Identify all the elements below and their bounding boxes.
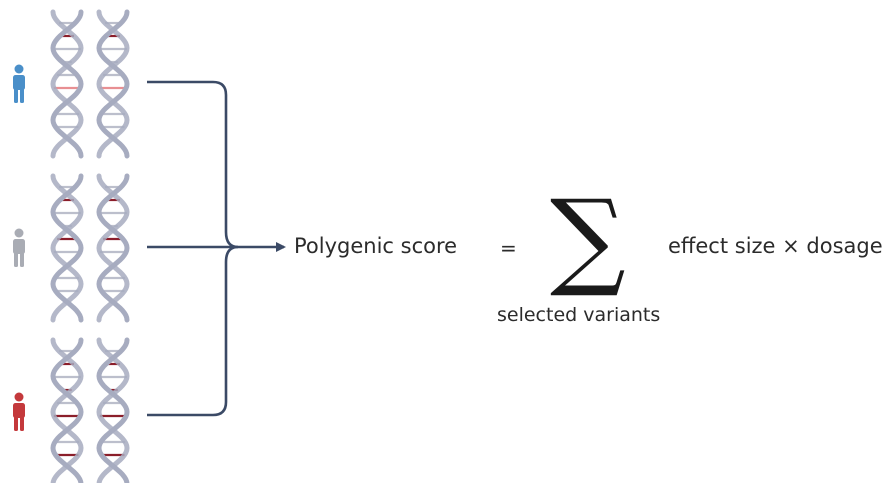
helix-strand [50,173,84,323]
helix-strand [96,173,130,323]
individual-group [13,9,130,159]
polygenic-score-label: Polygenic score [294,234,458,258]
helix-strand [96,337,130,483]
dna-helix [96,9,130,159]
individuals [13,9,130,483]
person-icon [13,64,25,103]
helix-strand [50,9,84,159]
helix-strand [96,9,130,159]
dna-helix [96,337,130,483]
equals-sign: = [500,236,517,260]
helix-strand [96,173,130,323]
dna-helix [50,337,84,483]
helix-strand [50,173,84,323]
dna-helix [50,9,84,159]
individual-group [13,337,130,483]
helix-strand [50,337,84,483]
helix-strand [50,9,84,159]
helix-strand [96,9,130,159]
individual-group [13,173,130,323]
dna-helix [96,173,130,323]
person-icon [13,392,25,431]
helix-strand [96,337,130,483]
helix-strand [50,337,84,483]
sum-symbol: ∑ [550,177,626,300]
dna-helix [50,173,84,323]
formula-term: effect size × dosage [668,234,883,258]
connector-bracket [147,80,286,417]
person-icon [13,228,25,267]
bracket-line [147,80,239,417]
sum-subscript: selected variants [497,304,661,326]
